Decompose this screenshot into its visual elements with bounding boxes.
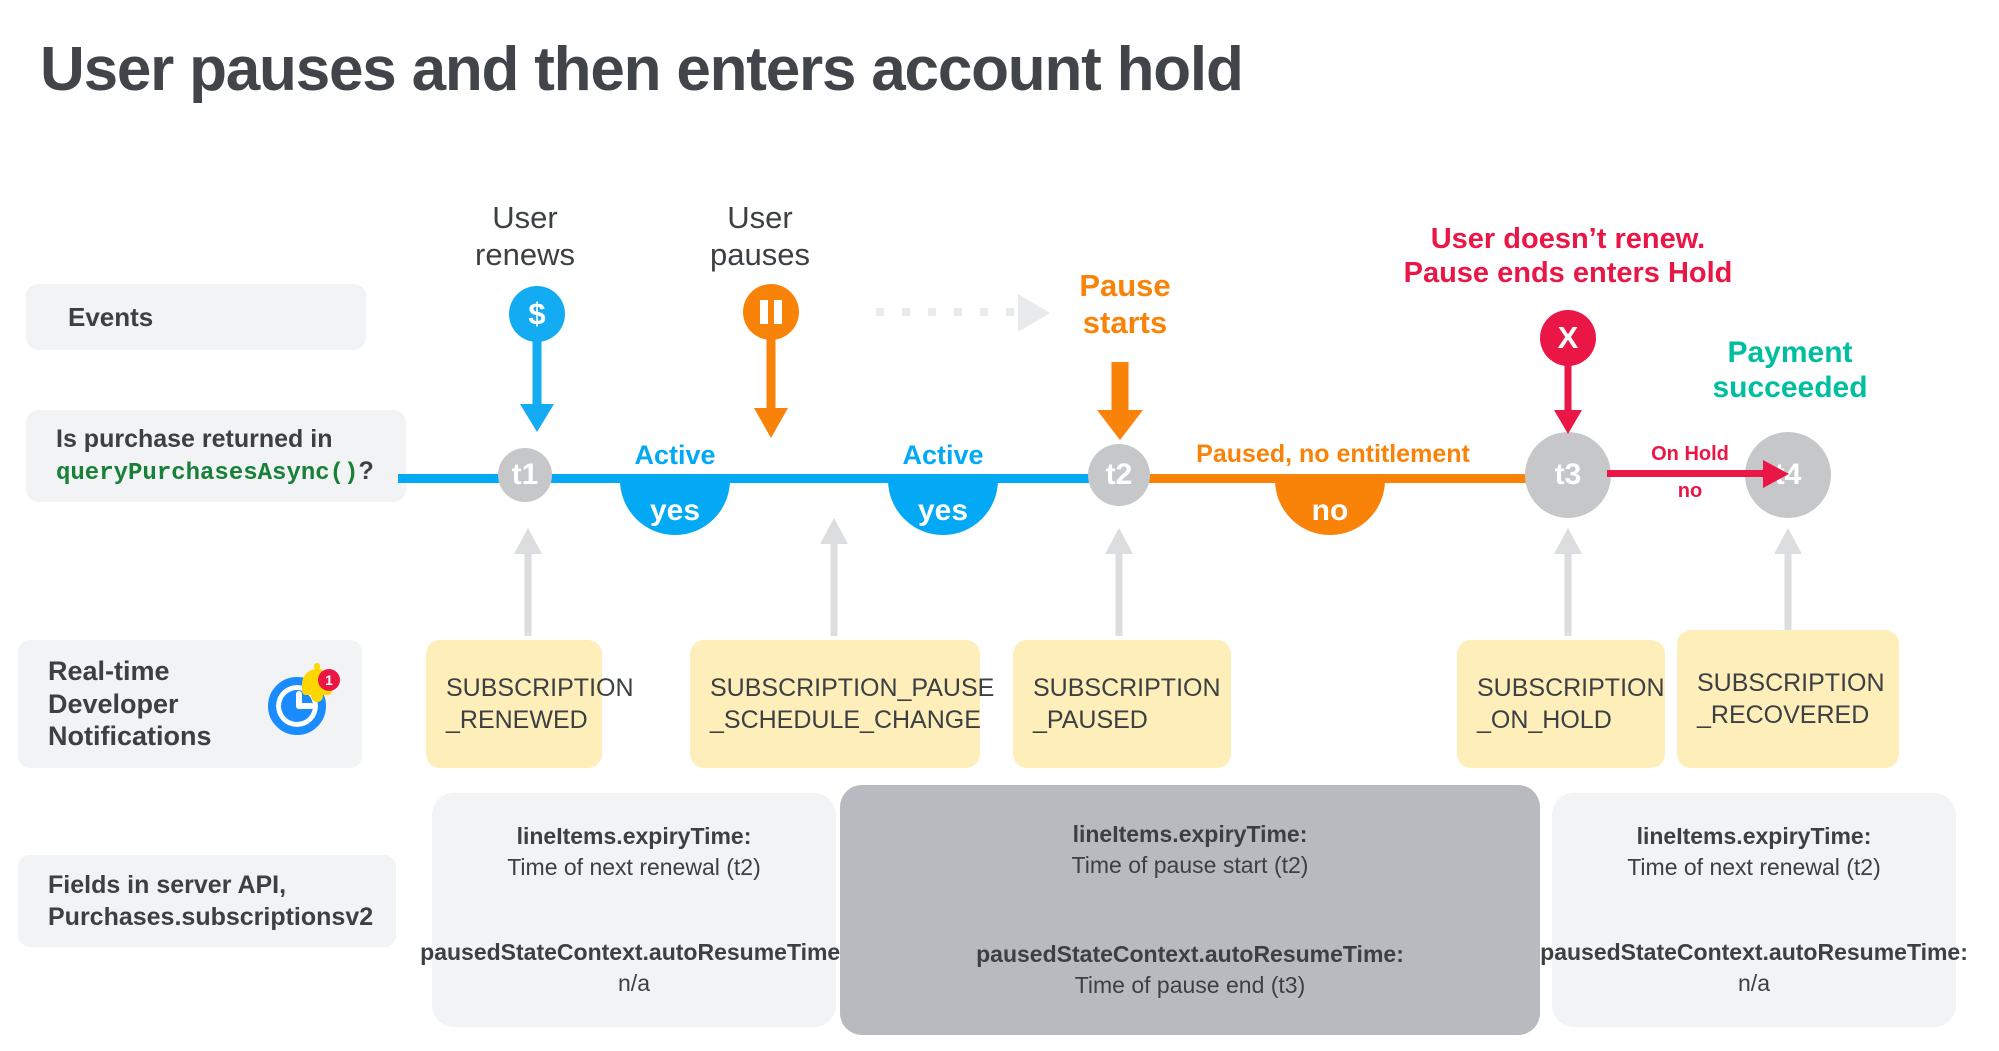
timeline-node-t1[interactable]: t1 [498,448,552,502]
page-title: User pauses and then enters account hold [40,35,1244,104]
row-label-events: Events [26,284,366,350]
dollar-icon: $ [509,286,565,342]
rtdn-box-subscription-paused[interactable]: SUBSCRIPTION _PAUSED [1013,640,1231,768]
field-group-expiry-3: lineItems.expiryTime: Time of next renew… [1627,821,1881,883]
event-caption-user-doesnt-renew: User doesn’t renew. Pause ends enters Ho… [1403,223,1733,290]
segment-label-active-1: Active [634,440,716,470]
play-triangle-icon [1018,294,1050,332]
on-hold-label: On Hold [1651,443,1729,465]
field-group-expiry-1: lineItems.expiryTime: Time of next renew… [507,821,761,883]
field-value-resume-1: n/a [618,970,650,997]
rtdn-box-subscription-on-hold[interactable]: SUBSCRIPTION _ON_HOLD [1457,640,1665,768]
field-key-expiry-3: lineItems.expiryTime: [1636,822,1872,849]
field-panel-3: lineItems.expiryTime: Time of next renew… [1540,793,1968,1027]
arrow-up-pause-schedule [819,518,849,636]
field-group-resume-1: pausedStateContext.autoResumeTime: n/a [420,937,848,999]
pause-icon [743,284,799,340]
row-label-purchase-returned: Is purchase returned in queryPurchasesAs… [26,410,406,502]
segment-answer-active-2: yes [888,478,998,535]
timeline-node-t3[interactable]: t3 [1525,432,1611,518]
arrow-user-doesnt-renew [1540,364,1596,434]
field-group-expiry-2: lineItems.expiryTime: Time of pause star… [1072,819,1309,881]
rtdn-box-subscription-renewed[interactable]: SUBSCRIPTION _RENEWED [426,640,634,768]
segment-answer-active-1: yes [620,478,730,535]
arrow-pause-starts [1090,362,1150,440]
notification-clock-bell-icon: 1 [266,663,340,741]
row-label-purchase-line1: Is purchase returned in [56,424,333,453]
segment-answer-paused: no [1275,478,1385,535]
event-caption-user-renews: User renews [475,200,575,272]
field-value-expiry-3: Time of next renewal (t2) [1627,853,1881,880]
row-label-fields-text: Fields in server API, Purchases.subscrip… [48,870,374,932]
arrow-up-recovered [1773,528,1803,636]
field-value-resume-2: Time of pause end (t3) [1074,972,1306,999]
field-key-resume-2: pausedStateContext.autoResumeTime: [976,941,1404,967]
segment-label-active-2: Active [902,440,984,470]
event-caption-pause-starts: Pause starts [1079,268,1171,340]
row-label-realtime-developer-notifications: Real-time Developer Notifications 1 [18,640,362,768]
on-hold-arrow-line [1607,470,1767,477]
row-label-events-text: Events [68,301,154,332]
on-hold-arrow-head-icon [1763,460,1789,488]
field-group-resume-2: pausedStateContext.autoResumeTime: Time … [976,939,1404,1001]
event-caption-payment-succeeded: Payment succeeded [1712,336,1868,405]
x-icon: X [1540,310,1596,366]
field-value-expiry-1: Time of next renewal (t2) [507,853,761,880]
row-label-purchase-code: queryPurchasesAsync() [56,459,359,487]
arrow-up-renewed [513,528,543,636]
row-label-rtdn-text: Real-time Developer Notifications [48,655,212,752]
row-label-fields-in-server-api: Fields in server API, Purchases.subscrip… [18,855,396,947]
field-key-expiry-1: lineItems.expiryTime: [516,822,752,849]
field-key-resume-1: pausedStateContext.autoResumeTime: [420,939,848,965]
row-label-purchase-suffix: ? [358,456,374,485]
arrow-up-on-hold [1553,528,1583,636]
field-key-resume-3: pausedStateContext.autoResumeTime: [1540,939,1968,965]
field-value-resume-3: n/a [1738,970,1770,997]
pause-trail-dots [876,308,1014,316]
field-value-expiry-2: Time of pause start (t2) [1071,851,1309,878]
field-key-expiry-2: lineItems.expiryTime: [1072,820,1308,847]
on-hold-answer: no [1677,480,1703,502]
field-panel-2: lineItems.expiryTime: Time of pause star… [840,785,1540,1035]
arrow-user-renews [509,340,565,432]
arrow-user-pauses [743,338,799,438]
event-caption-user-pauses: User pauses [710,200,810,272]
rtdn-box-subscription-pause-schedule-change[interactable]: SUBSCRIPTION_PAUSE _SCHEDULE_CHANGE [690,640,994,768]
notification-badge: 1 [318,669,340,691]
timeline-node-t2[interactable]: t2 [1088,444,1150,506]
field-panel-1: lineItems.expiryTime: Time of next renew… [420,793,848,1027]
rtdn-box-subscription-recovered[interactable]: SUBSCRIPTION _RECOVERED [1677,630,1899,768]
timeline-line-active [398,474,1128,483]
arrow-up-paused [1104,528,1134,636]
field-group-resume-3: pausedStateContext.autoResumeTime: n/a [1540,937,1968,999]
segment-label-paused: Paused, no entitlement [1196,440,1470,468]
